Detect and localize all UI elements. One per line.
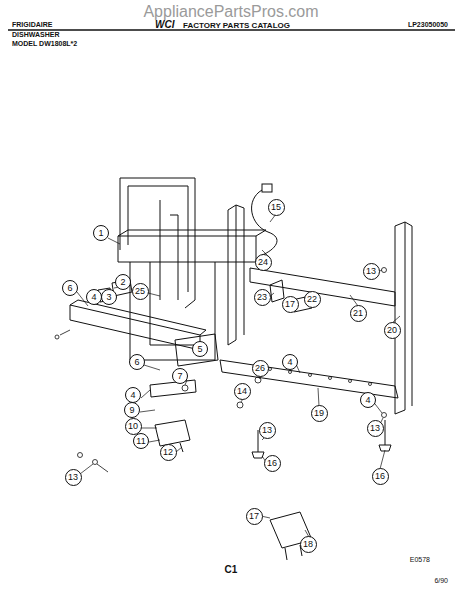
callout-circle: 13 [363, 263, 380, 280]
callout-circle: 18 [300, 536, 317, 553]
callout-circle: 4 [282, 354, 298, 370]
callout-circle: 24 [255, 254, 272, 271]
callout-number: 4 [130, 391, 135, 400]
callout-circle: 5 [192, 341, 208, 357]
callout-circle: 16 [372, 468, 389, 485]
callout-circle: 6 [62, 280, 78, 296]
figure-code: E0578 [410, 556, 430, 563]
callout-number: 19 [314, 409, 324, 418]
date: 6/90 [434, 577, 448, 584]
page-code: C1 [225, 565, 238, 575]
callout-circle: 19 [311, 405, 328, 422]
callout-number: 10 [128, 422, 138, 431]
callout-circle: 25 [132, 283, 149, 300]
callout-number: 14 [237, 387, 247, 396]
callout-circle: 13 [259, 422, 276, 439]
callout-number: 2 [120, 278, 125, 287]
callout-circle: 26 [252, 360, 269, 377]
callout-number: 7 [177, 372, 182, 381]
callout-circle: 11 [133, 433, 149, 449]
callout-circle: 2 [115, 274, 131, 290]
callout-number: 4 [365, 396, 370, 405]
callout-number: 23 [257, 293, 267, 302]
model-number: MODEL DW1808L*2 [12, 40, 77, 47]
callout-number: 26 [255, 364, 265, 373]
callout-circle: 21 [350, 305, 367, 322]
callout-number: 1 [98, 229, 103, 238]
callout-number: 22 [307, 295, 317, 304]
callout-circle: 3 [101, 289, 117, 305]
callout-number: 24 [258, 258, 268, 267]
callout-circle: 13 [367, 420, 384, 437]
callout-number: 13 [370, 424, 380, 433]
callout-number: 4 [91, 293, 96, 302]
catalog-title: FACTORY PARTS CATALOG [183, 22, 290, 30]
callout-number: 11 [136, 437, 145, 446]
brand: FRIGIDAIRE [12, 21, 52, 28]
callout-circle: 12 [160, 444, 177, 461]
callout-number: 21 [353, 309, 363, 318]
callout-circle: 4 [360, 392, 376, 408]
callout-circle: 23 [254, 289, 271, 306]
callout-circle: 1 [93, 225, 109, 241]
callout-number: 12 [163, 448, 173, 457]
product: DISHWASHER [12, 31, 59, 38]
callout-number: 13 [68, 473, 78, 482]
callout-circle: 15 [268, 199, 285, 216]
callout-circle: 17 [246, 508, 263, 525]
callout-circle: 6 [129, 354, 145, 370]
callout-circle: 9 [124, 402, 140, 418]
callout-number: 6 [67, 284, 72, 293]
callout-circle: 22 [304, 291, 321, 308]
callout-circle: 7 [172, 368, 188, 384]
catalog-number: LP23050050 [408, 21, 448, 28]
watermark: AppliancePartsPros.com [143, 4, 318, 20]
callout-number: 18 [303, 540, 313, 549]
logo: WCI [155, 20, 174, 30]
callout-circle: 17 [282, 296, 299, 313]
callout-number: 16 [267, 459, 277, 468]
callout-number: 9 [129, 406, 134, 415]
callout-number: 17 [285, 300, 295, 309]
callout-circle: 10 [125, 418, 142, 435]
callout-circle: 16 [264, 455, 281, 472]
callout-circle: 4 [125, 387, 141, 403]
callout-number: 16 [375, 472, 385, 481]
callout-number: 25 [135, 287, 145, 296]
callout-number: 17 [249, 512, 259, 521]
callout-number: 15 [271, 203, 281, 212]
callout-number: 4 [287, 358, 292, 367]
callout-circle: 4 [86, 289, 102, 305]
callout-number: 20 [387, 326, 397, 335]
callout-number: 5 [197, 345, 202, 354]
callout-number: 6 [134, 358, 139, 367]
callout-circle: 20 [384, 322, 401, 339]
callout-circle: 14 [234, 383, 251, 400]
callout-number: 13 [262, 426, 272, 435]
callout-circle: 13 [65, 469, 82, 486]
callout-number: 3 [106, 293, 111, 302]
callout-number: 13 [366, 267, 376, 276]
